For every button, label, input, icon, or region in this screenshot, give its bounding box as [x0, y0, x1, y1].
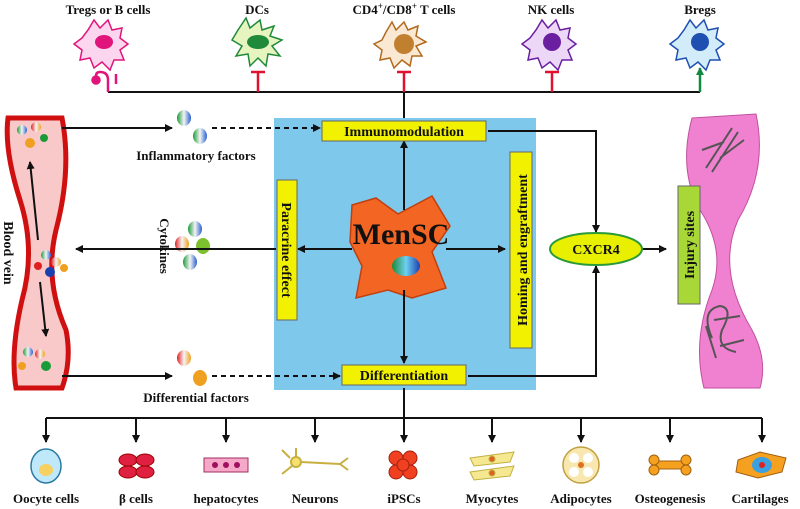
- bone-icon: [648, 454, 692, 476]
- hepatocyte-icon: [203, 457, 249, 473]
- immune-label-nk: NK cells: [528, 2, 575, 17]
- cytokines-label: Cytokines: [157, 218, 172, 274]
- paracrine-label: Paracrine effect: [278, 202, 293, 298]
- injury-sites-label: Injury sites: [683, 210, 698, 279]
- diff-label-myocytes: Myocytes: [466, 491, 519, 506]
- differential-label: Differential factors: [143, 390, 249, 405]
- beta-cell-icon: [118, 453, 155, 479]
- diff-label-adipocytes: Adipocytes: [550, 491, 611, 506]
- tregs-promote-icon: [91, 70, 118, 92]
- cytokine-icons: [175, 221, 210, 270]
- dendritic-cell-icon: [230, 16, 284, 68]
- differentiation-label: Differentiation: [360, 369, 449, 384]
- blood-vein-icon: [4, 115, 71, 391]
- t-cell-icon: [372, 20, 428, 70]
- injury-sites-box: [677, 185, 701, 305]
- blood-cells: [17, 122, 68, 371]
- bregs-cell-icon: [668, 18, 726, 72]
- immune-cells-row: Tregs or B cells DCs CD4+/CD8+ T cells: [66, 1, 726, 118]
- cxcr4-connectors: [468, 130, 667, 377]
- differentiation-box: [341, 364, 467, 386]
- diff-label-hepatocytes: hepatocytes: [194, 491, 259, 506]
- differentiation-tree: [42, 388, 766, 443]
- nk-cell-icon: [520, 18, 578, 72]
- neuron-icon: [281, 448, 349, 475]
- blood-vein-label: Blood vein: [0, 221, 15, 285]
- adipocyte-icon: [562, 446, 600, 484]
- cartilage-icon: [735, 451, 787, 479]
- diff-label-beta: β cells: [119, 491, 153, 506]
- inflammatory-factor-icons: [177, 110, 207, 144]
- paracrine-box: [276, 179, 298, 321]
- diff-label-oocyte: Oocyte cells: [13, 491, 79, 506]
- immune-label-tregs: Tregs or B cells: [66, 2, 151, 17]
- mensc-cell-icon: [349, 195, 451, 300]
- differential-factor-icons: [177, 350, 207, 386]
- inflammatory-label: Inflammatory factors: [136, 148, 256, 163]
- dcs-inhibit-icon: [251, 70, 265, 92]
- immunomodulation-label: Immunomodulation: [344, 125, 464, 140]
- immunomodulation-box: [321, 120, 487, 142]
- injury-tissue-icon: [686, 113, 764, 389]
- t-cells-inhibit-icon: [397, 70, 411, 92]
- ipsc-icon: [388, 450, 418, 480]
- diff-label-ipscs: iPSCs: [387, 491, 420, 506]
- cxcr4-ellipse: [549, 232, 643, 266]
- immune-label-t-cells: CD4+/CD8+ T cells: [353, 1, 456, 17]
- mensc-title: MenSC: [353, 218, 450, 251]
- cxcr4-label: CXCR4: [572, 243, 619, 258]
- diff-label-cartilages: Cartilages: [731, 491, 788, 506]
- tregs-cell-icon: [72, 18, 130, 72]
- diff-label-osteogenesis: Osteogenesis: [635, 491, 706, 506]
- nk-inhibit-icon: [545, 70, 559, 92]
- immune-label-bregs: Bregs: [684, 2, 716, 17]
- myocyte-icon: [469, 451, 515, 481]
- homing-box: [509, 151, 533, 349]
- immune-label-dcs: DCs: [245, 2, 269, 17]
- oocyte-icon: [30, 448, 62, 484]
- central-arrows: [297, 140, 506, 364]
- diff-label-neurons: Neurons: [292, 491, 339, 506]
- homing-label: Homing and engraftment: [516, 174, 531, 326]
